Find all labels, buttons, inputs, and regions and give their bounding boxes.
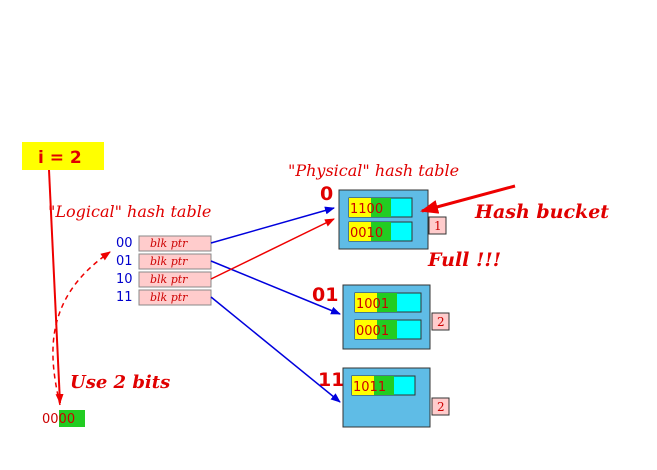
bucket-record: 0001 <box>354 319 422 340</box>
record-suffix: 10 <box>367 226 384 241</box>
svg-text:0010: 0010 <box>350 226 383 241</box>
record-prefix: 10 <box>356 297 373 312</box>
bucket-label: 11 <box>318 369 344 391</box>
full-label: Full !!! <box>427 249 501 271</box>
record-suffix: 11 <box>370 380 387 395</box>
key-to-directory-arrow <box>52 251 111 406</box>
svg-text:1001: 1001 <box>356 297 389 312</box>
record-prefix: 00 <box>356 324 373 339</box>
pointer-arrow-01 <box>210 260 341 315</box>
physical-table-title: "Physical" hash table <box>288 161 459 180</box>
record-suffix: 01 <box>373 324 390 339</box>
logical-table-row: 10 blk ptr <box>116 271 212 288</box>
local-depth: 1 <box>434 219 442 233</box>
block-pointer: blk ptr <box>150 273 188 286</box>
directory-index: 11 <box>116 290 133 305</box>
record-prefix: 11 <box>350 202 367 217</box>
local-depth: 2 <box>437 315 445 329</box>
record-prefix: 00 <box>350 226 367 241</box>
global-depth-box: i = 2 <box>22 142 104 170</box>
block-pointer: blk ptr <box>150 237 188 250</box>
directory-index: 01 <box>116 254 133 269</box>
pointer-arrow-10 <box>210 218 335 280</box>
bucket-record: 1100 <box>348 197 413 218</box>
hash-bucket-arrow <box>420 184 516 214</box>
svg-text:1011: 1011 <box>353 380 386 395</box>
use-bits-label: Use 2 bits <box>70 372 170 393</box>
logical-table-row: 01 blk ptr <box>116 253 212 270</box>
svg-text:1100: 1100 <box>350 202 383 217</box>
hash-key: 0000 <box>42 410 85 427</box>
svg-text:0001: 0001 <box>356 324 389 339</box>
hash-key-prefix: 00 <box>42 412 59 427</box>
logical-table-row: 11 blk ptr <box>116 289 212 306</box>
svg-text:0000: 0000 <box>42 412 75 427</box>
bucket-0: 0 1100 0010 1 <box>320 183 447 250</box>
block-pointer: blk ptr <box>150 291 188 304</box>
bucket-record: 1011 <box>351 375 416 396</box>
bucket-record: 1001 <box>354 292 422 313</box>
record-suffix: 01 <box>373 297 390 312</box>
logical-hash-table: 00 blk ptr 01 blk ptr 10 blk ptr 11 blk … <box>116 235 212 306</box>
bucket-record: 0010 <box>348 221 413 242</box>
global-depth-label: i = 2 <box>38 148 82 168</box>
bucket-01: 01 1001 0001 2 <box>312 284 450 350</box>
bucket-label: 0 <box>320 183 333 205</box>
local-depth: 2 <box>437 400 445 414</box>
block-pointer: blk ptr <box>150 255 188 268</box>
record-suffix: 00 <box>367 202 384 217</box>
bucket-label: 01 <box>312 284 338 306</box>
hash-key-suffix: 00 <box>59 412 76 427</box>
logical-table-title: "Logical" hash table <box>48 202 211 221</box>
directory-index: 00 <box>116 236 133 251</box>
bucket-11: 11 1011 2 <box>318 367 450 428</box>
record-prefix: 10 <box>353 380 370 395</box>
logical-table-row: 00 blk ptr <box>116 235 212 252</box>
pointer-arrow-11 <box>210 296 341 403</box>
directory-index: 10 <box>116 272 133 287</box>
global-depth-line <box>48 169 64 404</box>
pointer-arrow-00 <box>210 206 335 244</box>
hash-bucket-label: Hash bucket <box>474 201 609 223</box>
